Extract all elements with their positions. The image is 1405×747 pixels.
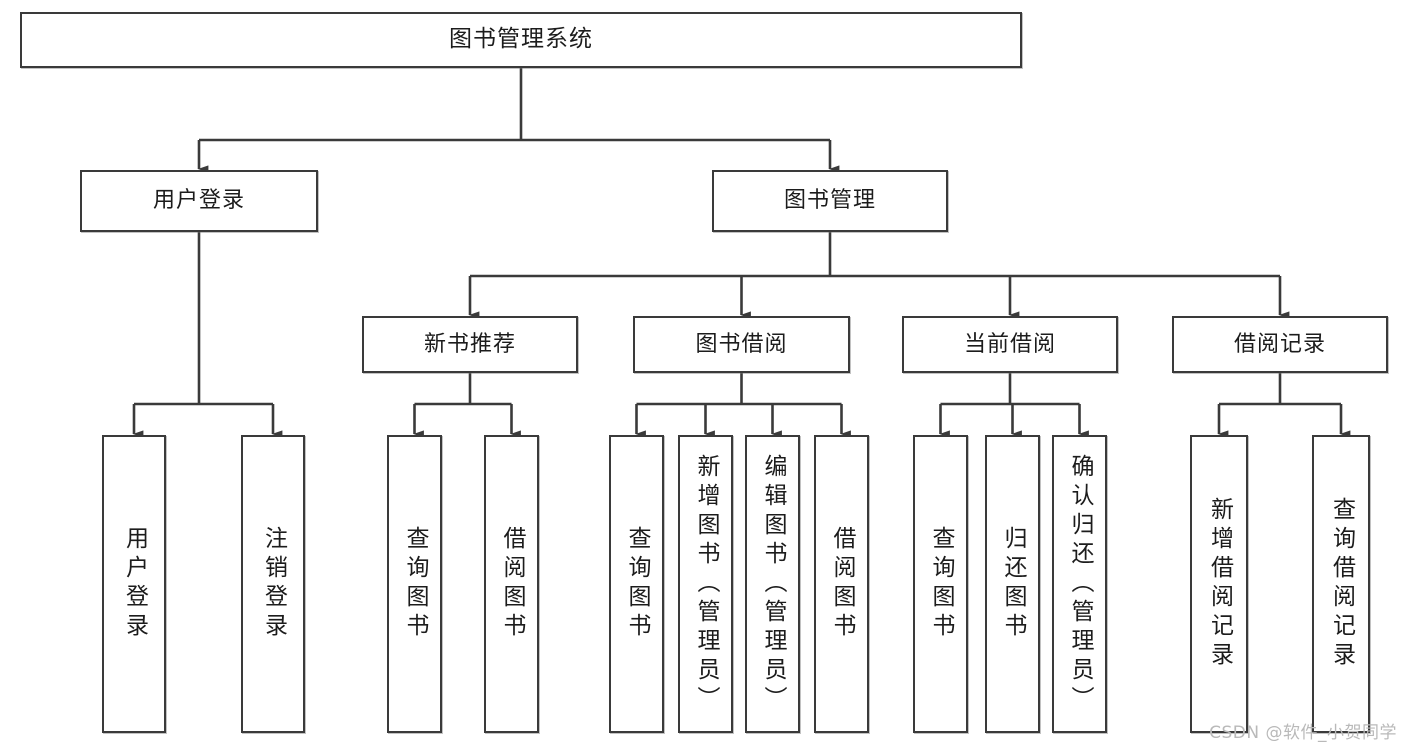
leaf-borrow-add-book-admin[interactable]: 新增图书（管理员）	[678, 435, 733, 733]
leaf-borrow-borrow-books-label: 借阅图书	[829, 526, 855, 642]
node-user-login-label: 用户登录	[152, 188, 245, 214]
leaf-newbook-borrow-books[interactable]: 借阅图书	[484, 435, 539, 733]
leaf-current-confirm-return-admin[interactable]: 确认归还（管理员）	[1052, 435, 1107, 733]
leaf-borrow-borrow-books[interactable]: 借阅图书	[814, 435, 869, 733]
leaf-current-return-books[interactable]: 归还图书	[985, 435, 1040, 733]
node-user-login[interactable]: 用户登录	[80, 170, 318, 232]
leaf-logout-label: 注销登录	[260, 526, 287, 642]
leaf-newbook-query-books[interactable]: 查询图书	[387, 435, 442, 733]
leaf-newbook-borrow-books-label: 借阅图书	[499, 526, 525, 642]
leaf-current-query-books-label: 查询图书	[928, 526, 954, 642]
leaf-records-add-record[interactable]: 新增借阅记录	[1190, 435, 1248, 733]
node-book-borrow[interactable]: 图书借阅	[633, 316, 850, 373]
node-new-book-recommend-label: 新书推荐	[423, 331, 516, 357]
node-root-label: 图书管理系统	[449, 26, 593, 53]
leaf-borrow-add-book-admin-label: 新增图书（管理员）	[693, 453, 719, 715]
leaf-borrow-edit-book-admin-label: 编辑图书（管理员）	[760, 453, 786, 715]
leaf-records-query-record[interactable]: 查询借阅记录	[1312, 435, 1370, 733]
leaf-current-query-books[interactable]: 查询图书	[913, 435, 968, 733]
node-book-borrow-label: 图书借阅	[695, 331, 788, 357]
leaf-logout[interactable]: 注销登录	[241, 435, 305, 733]
leaf-current-confirm-return-admin-label: 确认归还（管理员）	[1067, 453, 1093, 715]
watermark: CSDN @软件_小贺同学	[1209, 723, 1397, 743]
node-current-borrow-label: 当前借阅	[963, 331, 1056, 357]
node-current-borrow[interactable]: 当前借阅	[902, 316, 1118, 373]
leaf-newbook-query-books-label: 查询图书	[402, 526, 428, 642]
leaf-borrow-query-books[interactable]: 查询图书	[609, 435, 664, 733]
node-new-book-recommend[interactable]: 新书推荐	[362, 316, 578, 373]
leaf-borrow-edit-book-admin[interactable]: 编辑图书（管理员）	[745, 435, 800, 733]
leaf-user-login[interactable]: 用户登录	[102, 435, 166, 733]
node-root[interactable]: 图书管理系统	[20, 12, 1022, 68]
leaf-records-query-record-label: 查询借阅记录	[1328, 497, 1355, 671]
node-book-management-label: 图书管理	[783, 188, 876, 214]
leaf-borrow-query-books-label: 查询图书	[624, 526, 650, 642]
leaf-records-add-record-label: 新增借阅记录	[1206, 497, 1233, 671]
node-book-management[interactable]: 图书管理	[712, 170, 948, 232]
leaf-current-return-books-label: 归还图书	[1000, 526, 1026, 642]
node-borrow-records-label: 借阅记录	[1233, 331, 1326, 357]
node-borrow-records[interactable]: 借阅记录	[1172, 316, 1388, 373]
leaf-user-login-label: 用户登录	[121, 526, 148, 642]
